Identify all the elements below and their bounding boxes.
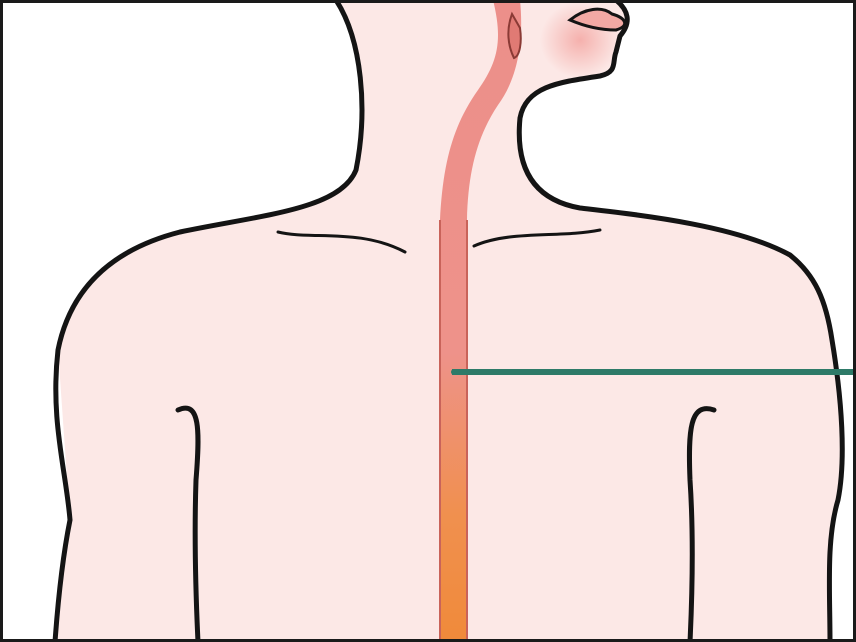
pointer-dot [451, 369, 457, 375]
